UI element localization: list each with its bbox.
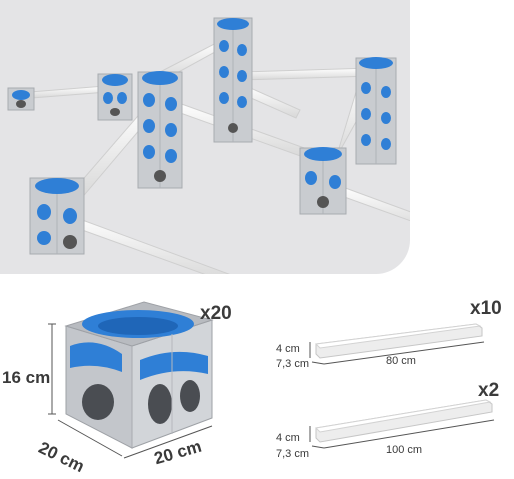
tower-left-back [97, 73, 133, 121]
marble-run-illustration [7, 17, 410, 274]
rail-short-length-label: 80 cm [386, 355, 416, 367]
rail-short-illustration [309, 323, 485, 365]
rail-long-width-label: 7,3 cm [276, 448, 310, 460]
rail-short-width-label: 7,3 cm [276, 358, 310, 370]
rail-short-quantity-label: x10 [470, 298, 502, 319]
cube-block-illustration [48, 301, 214, 459]
tower-right-front [299, 147, 347, 215]
tower-far-left [7, 87, 35, 111]
rail-long-quantity-label: x2 [478, 380, 500, 401]
cube-quantity-label: x20 [200, 303, 232, 324]
tower-left-front [29, 177, 85, 255]
rail-long-illustration [309, 399, 495, 449]
rail-top-right [239, 67, 373, 81]
rail-long-height-label: 4 cm [276, 432, 300, 444]
rail-long-length-label: 100 cm [386, 444, 423, 456]
cube-height-label: 16 cm [2, 368, 51, 387]
rail-front-long [59, 213, 231, 274]
tower-back-tall [213, 17, 253, 143]
rail-right-long [335, 185, 410, 222]
rail-left-far [29, 85, 108, 99]
marble-run-photo [0, 0, 410, 274]
tower-right-back [355, 57, 397, 165]
tower-center [137, 71, 183, 189]
rail-short-height-label: 4 cm [276, 343, 300, 355]
